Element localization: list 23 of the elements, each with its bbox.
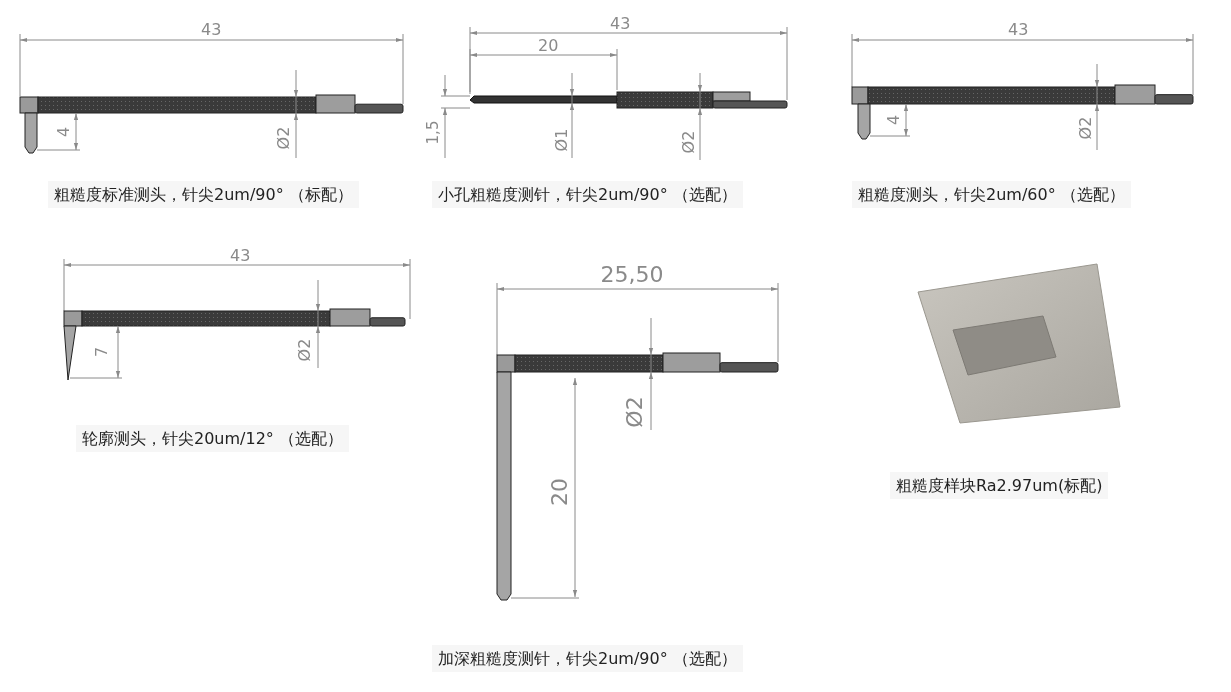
- dimension-text: 25,50: [600, 264, 664, 286]
- dimension-text: Ø2: [275, 126, 292, 150]
- caption: 粗糙度标准测头，针尖2um/90° （标配）: [48, 181, 359, 209]
- dimension-text: 43: [1008, 22, 1029, 38]
- dimension-text: 1,5: [426, 120, 442, 144]
- dimension-text: Ø2: [623, 396, 646, 428]
- dimension-text: Ø2: [296, 338, 313, 362]
- caption: 小孔粗糙度测针，针尖2um/90° （选配）: [432, 181, 743, 209]
- dimension-text: Ø1: [553, 128, 570, 152]
- dimension-text: 7: [94, 346, 111, 358]
- dimension-text: 4: [886, 114, 903, 126]
- caption: 粗糙度样块Ra2.97um(标配): [890, 472, 1109, 500]
- dimension-text: 43: [610, 16, 631, 32]
- dimension-text: Ø2: [1077, 116, 1094, 140]
- dimension-text: 43: [201, 22, 222, 38]
- caption: 加深粗糙度测针，针尖2um/90° （选配）: [432, 645, 743, 673]
- dimension-text: 20: [549, 478, 571, 506]
- caption: 轮廓测头，针尖20um/12° （选配）: [76, 425, 349, 453]
- caption: 粗糙度测头，针尖2um/60° （选配）: [852, 181, 1131, 209]
- dimension-text: 4: [56, 126, 73, 138]
- dimension-text: 20: [538, 38, 559, 54]
- dimension-text: Ø2: [680, 130, 697, 154]
- dimension-text: 43: [230, 248, 251, 264]
